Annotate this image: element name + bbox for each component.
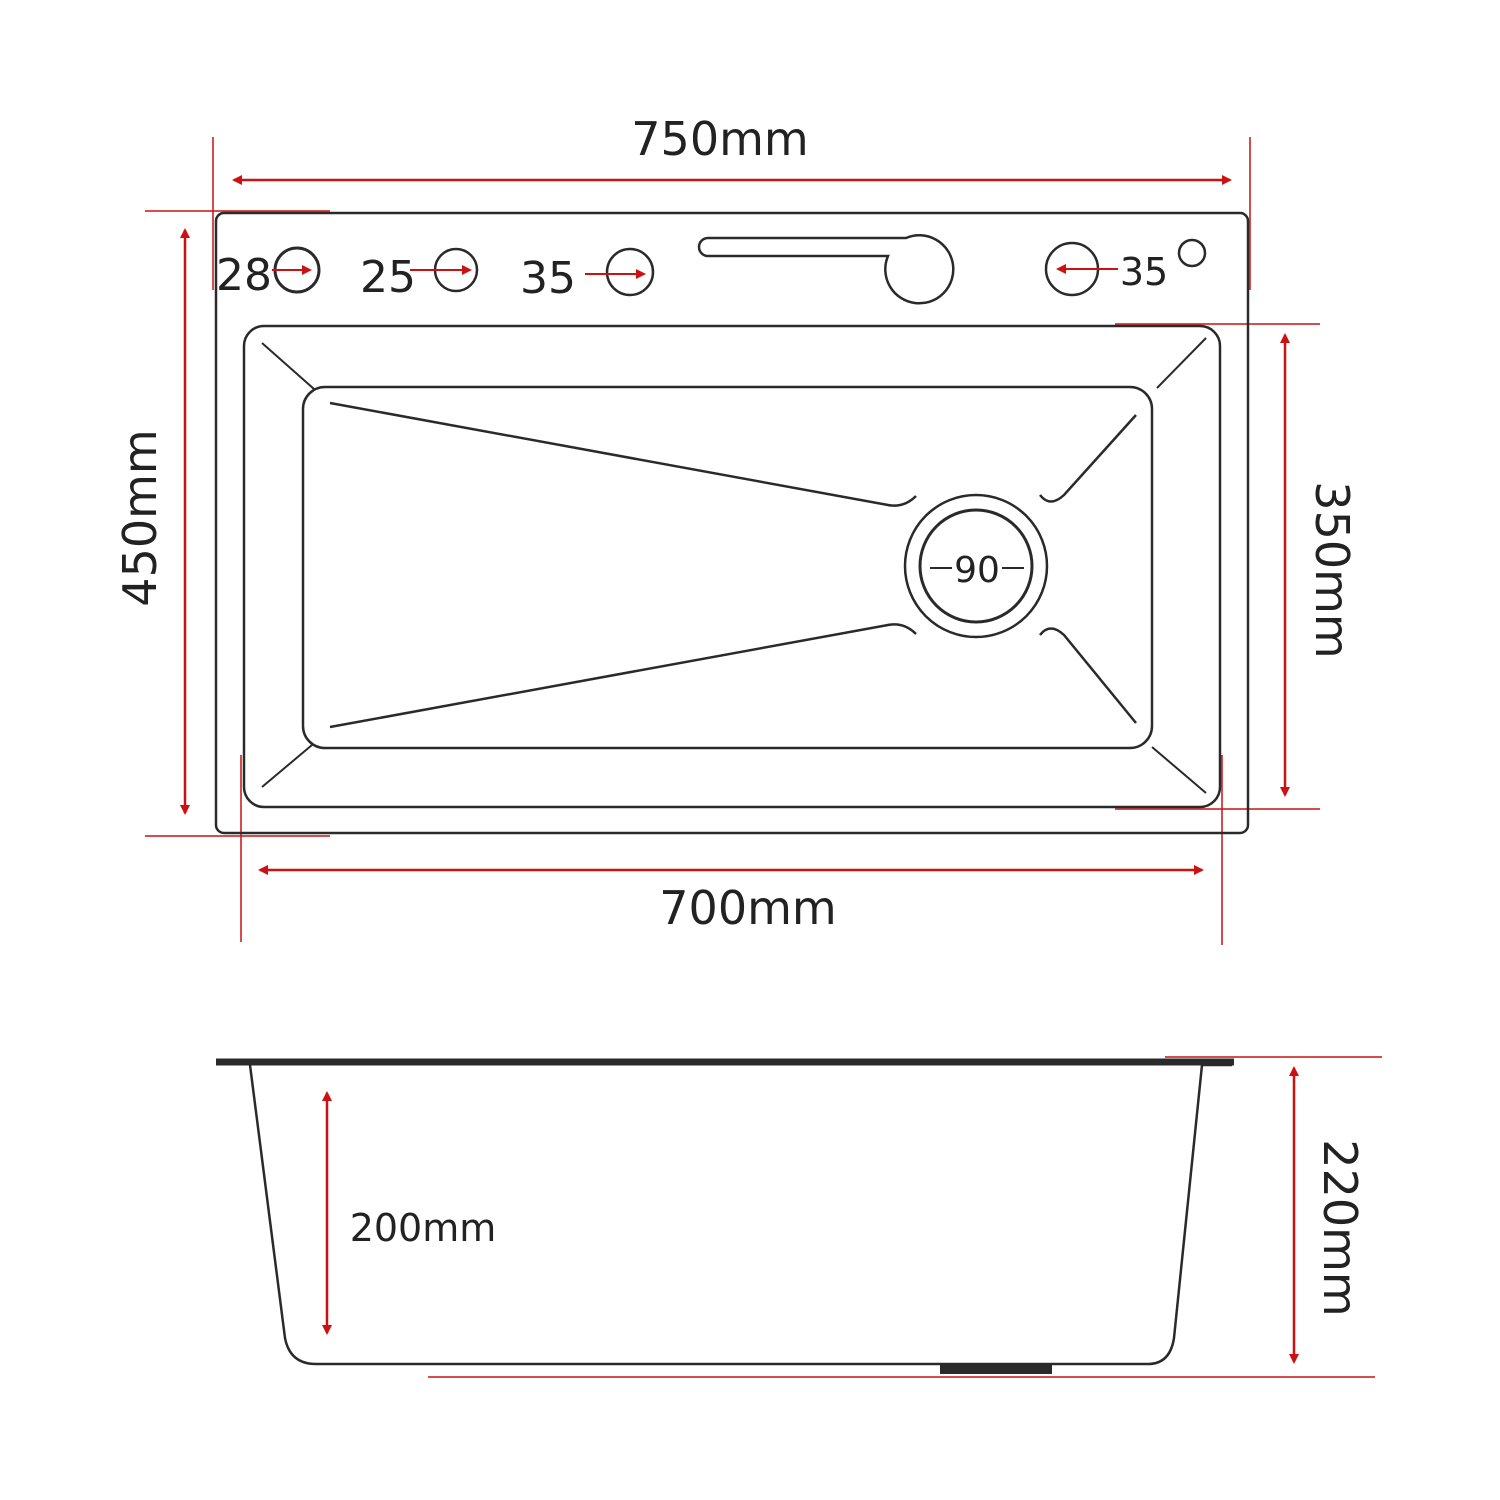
side-bowl-depth-label: 200mm — [350, 1206, 497, 1250]
hole-3-label: 35 — [520, 253, 576, 304]
bowl-depth-label: 350mm — [1305, 481, 1359, 658]
hole-3 — [605, 247, 655, 297]
drain-diameter-label: 90 — [954, 550, 1000, 591]
bowl-bottom — [301, 385, 1154, 750]
extension-lines — [145, 137, 1320, 945]
overall-depth-label: 450mm — [113, 429, 167, 606]
side-total-height-label: 220mm — [1313, 1139, 1367, 1316]
overall-width-label: 750mm — [631, 112, 808, 166]
accessory-slot — [697, 234, 955, 305]
bowl-width-label: 700mm — [659, 881, 836, 935]
corner-slopes — [261, 337, 1207, 794]
sink-outer-rim — [214, 211, 1250, 835]
side-extension-lines — [428, 1056, 1382, 1378]
side-bowl-profile — [248, 1064, 1204, 1366]
drain-outer-ring — [903, 493, 1049, 639]
small-hole — [1177, 238, 1207, 268]
hole-2-label: 25 — [360, 252, 416, 303]
side-view: 200mm 220mm — [216, 1056, 1382, 1378]
hole-arrows — [272, 264, 1118, 279]
top-view: 90 28 25 35 35 750mm 450mm — [113, 112, 1359, 945]
drain-inner-ring — [918, 508, 1034, 624]
bowl-outline — [242, 324, 1222, 809]
hole-1-label: 28 — [216, 250, 272, 301]
side-drain-stub — [940, 1364, 1052, 1374]
drain: 90 — [903, 493, 1049, 639]
hole-4-label: 35 — [1120, 250, 1168, 294]
drain-ridges — [329, 401, 1137, 729]
